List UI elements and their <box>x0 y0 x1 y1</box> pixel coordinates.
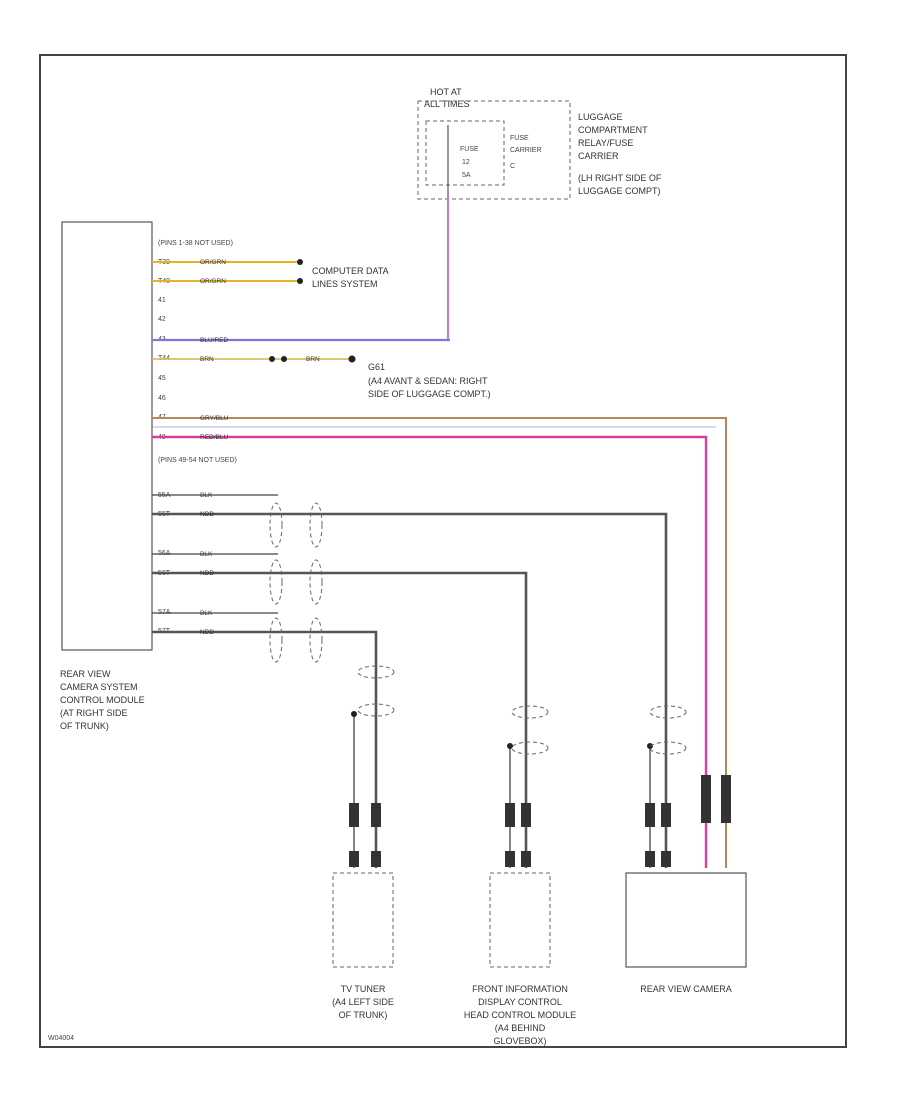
fuse-inner-outline <box>425 120 505 186</box>
pins-not-used-1: (PINS 1-38 NOT USED) <box>158 240 233 247</box>
ground-wire-color-1: BRN <box>200 356 214 363</box>
ground-desc-1: (A4 AVANT & SEDAN: RIGHT <box>368 376 488 386</box>
data-lines-label-1: COMPUTER DATA <box>312 266 389 276</box>
front-shield-oval-2 <box>511 741 549 755</box>
fuse-name-5: (LH RIGHT SIDE OF <box>578 173 662 183</box>
tv-tuner-box <box>332 872 394 968</box>
ground-id: G61 <box>368 362 385 372</box>
module-name-4: (AT RIGHT SIDE <box>60 708 128 718</box>
front-info-box <box>489 872 551 968</box>
diagram-frame <box>39 54 847 1048</box>
ground-splice-1 <box>269 356 275 362</box>
shield-oval-3b <box>309 617 323 663</box>
module-name-1: REAR VIEW <box>60 669 111 679</box>
can-wire-2-arrow <box>297 278 303 284</box>
can-wire-1-arrow <box>297 259 303 265</box>
shield-oval-1b <box>309 502 323 548</box>
fuse-block: HOT AT ALL TIMES FUSE 12 5A FUSE CARRIER… <box>417 87 662 200</box>
fuse-carrier-outline <box>417 100 571 200</box>
carrier-label-3: C <box>510 163 515 170</box>
fuse-name-1: LUGGAGE <box>578 112 623 122</box>
fuse-name-4: CARRIER <box>578 151 619 161</box>
front-shield-oval-1 <box>511 705 549 719</box>
camera-shield-end <box>647 743 653 749</box>
fuse-name-2: COMPARTMENT <box>578 125 648 135</box>
module-name-3: CONTROL MODULE <box>60 695 145 705</box>
front-info-label-3: HEAD CONTROL MODULE <box>464 1010 576 1020</box>
carrier-label-2: CARRIER <box>510 147 542 154</box>
front-shield-end <box>507 743 513 749</box>
tv-shield-oval-1 <box>357 665 395 679</box>
module-name-2: CAMERA SYSTEM <box>60 682 138 692</box>
ground-splice-2 <box>281 356 287 362</box>
can-wire-2-color: OR/GRN <box>200 278 226 285</box>
shield-2-color: BLK <box>200 551 213 558</box>
pin-41: 41 <box>158 297 166 304</box>
shield-oval-2a <box>269 559 283 605</box>
ground-desc-2: SIDE OF LUGGAGE COMPT.) <box>368 389 491 399</box>
shield-oval-3a <box>269 617 283 663</box>
control-module-box <box>61 221 153 651</box>
signal-3-color: NDD <box>200 629 214 636</box>
front-info-label-5: GLOVEBOX) <box>493 1036 546 1046</box>
front-info-label-1: FRONT INFORMATION <box>472 984 568 994</box>
hot-all-times-label: ALL TIMES <box>424 99 470 109</box>
control-module: (PINS 1-38 NOT USED) (PINS 49-54 NOT USE… <box>60 221 237 731</box>
camera-wire-1 <box>152 417 727 868</box>
pin-46: 46 <box>158 395 166 402</box>
rear-camera-box <box>625 872 747 968</box>
fuse-number: 12 <box>462 159 470 166</box>
wire-group: OR/GRN OR/GRN COMPUTER DATA LINES SYSTEM… <box>152 196 731 868</box>
camera-wire-2 <box>152 435 708 868</box>
camera-shield-oval-2 <box>649 741 687 755</box>
shield-oval-1a <box>269 502 283 548</box>
rear-camera-label: REAR VIEW CAMERA <box>640 984 732 994</box>
hot-at-label: HOT AT <box>430 87 462 97</box>
can-wire-1-color: OR/GRN <box>200 259 226 266</box>
signal-wire-front-info <box>152 571 528 868</box>
tv-tuner-label-1: TV TUNER <box>341 984 386 994</box>
components: TV TUNER (A4 LEFT SIDE OF TRUNK) FRONT I… <box>332 872 747 1046</box>
fuse-amps: 5A <box>462 172 471 179</box>
fuse-label: FUSE <box>460 146 479 153</box>
tv-shield-end <box>351 711 357 717</box>
power-wire-color: BLU/RED <box>200 337 228 344</box>
tv-shield-oval-2 <box>357 703 395 717</box>
front-info-label-2: DISPLAY CONTROL <box>478 997 562 1007</box>
signal-1-color: NDD <box>200 511 214 518</box>
pin-42: 42 <box>158 316 166 323</box>
footer-code: W04004 <box>48 1035 74 1042</box>
fuse-name-3: RELAY/FUSE <box>578 138 633 148</box>
shield-3-color: BLK <box>200 610 213 617</box>
pins-not-used-2: (PINS 49-54 NOT USED) <box>158 457 237 464</box>
camera-wire-1-color: GRY/BLU <box>200 415 229 422</box>
tv-tuner-label-3: OF TRUNK) <box>339 1010 388 1020</box>
data-lines-label-2: LINES SYSTEM <box>312 279 378 289</box>
pin-45: 45 <box>158 375 166 382</box>
shield-1-color: BLK <box>200 492 213 499</box>
tv-tuner-label-2: (A4 LEFT SIDE <box>332 997 394 1007</box>
signal-wire-camera <box>152 512 668 868</box>
module-name-5: OF TRUNK) <box>60 721 109 731</box>
fuse-name-6: LUGGAGE COMPT) <box>578 186 661 196</box>
ground-wire-color-2: BRN <box>306 356 320 363</box>
ground-point <box>348 355 356 363</box>
camera-shield-oval-1 <box>649 705 687 719</box>
signal-wire-tv <box>152 630 378 868</box>
front-info-label-4: (A4 BEHIND <box>495 1023 546 1033</box>
signal-2-color: NDD <box>200 570 214 577</box>
component-pins <box>349 775 731 867</box>
camera-wire-2-color: RED/BLU <box>200 434 228 441</box>
shield-oval-2b <box>309 559 323 605</box>
carrier-label-1: FUSE <box>510 135 529 142</box>
